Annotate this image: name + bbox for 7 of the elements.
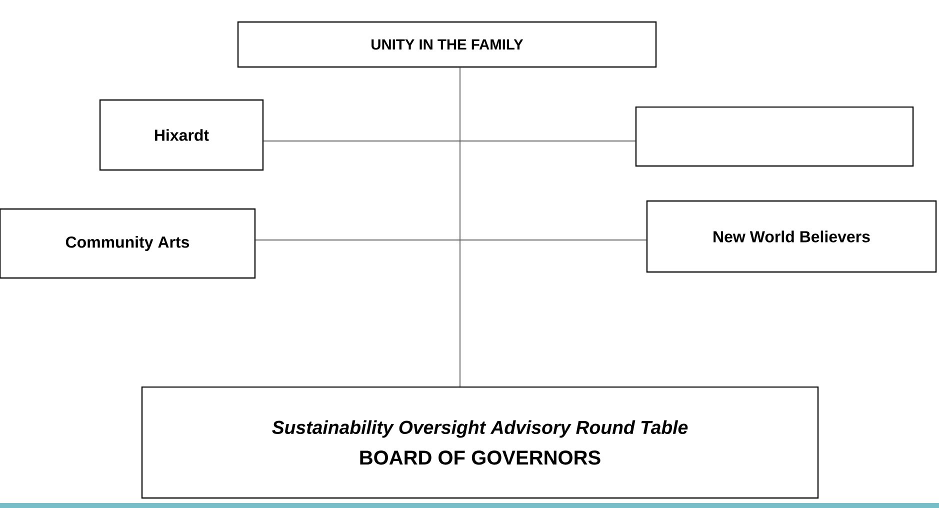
org-box: Hixardt (99, 99, 264, 171)
org-box: New World Believers (646, 200, 937, 273)
connector-line (263, 140, 636, 142)
empty-box (635, 106, 914, 167)
org-box: UNITY IN THE FAMILY (237, 21, 657, 68)
org-box: Sustainability Oversight Advisory Round Table BOARD OF GOVERNORS (141, 386, 819, 499)
org-box: Community Arts (0, 208, 256, 279)
